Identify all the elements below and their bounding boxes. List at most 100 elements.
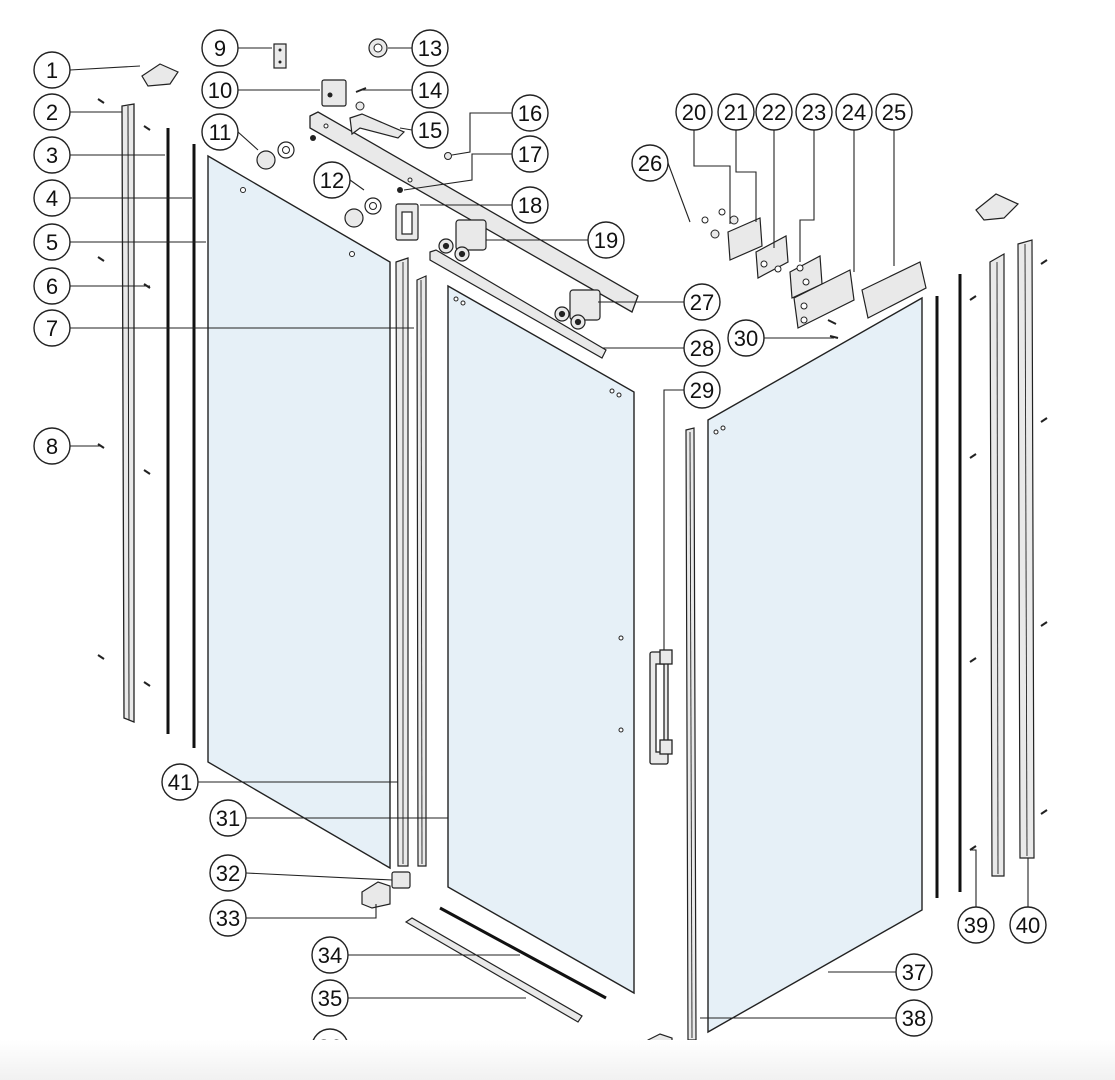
callout-31: 31 (209, 799, 247, 837)
corner-cap-right (975, 193, 1020, 221)
rail-bracket (395, 203, 419, 241)
callout-number: 8 (46, 434, 58, 459)
leader-line-12 (349, 179, 365, 191)
callout-circle (33, 179, 71, 217)
callout-number: 5 (46, 230, 58, 255)
callout-number: 32 (216, 861, 240, 886)
bracket-plate-hole (802, 278, 810, 286)
door-glass-hole (609, 388, 615, 394)
callout-11: 11 (201, 113, 239, 151)
callout-number: 33 (216, 906, 240, 931)
callout-number: 25 (882, 100, 906, 125)
leader-line-15 (399, 127, 413, 131)
callout-number: 21 (724, 100, 748, 125)
callout-38: 38 (895, 999, 933, 1037)
set-screw (701, 216, 709, 224)
callout-37: 37 (895, 953, 933, 991)
callout-1: 1 (33, 51, 71, 89)
callout-circle (511, 94, 549, 132)
callout-number: 17 (518, 142, 542, 167)
callout-circle (201, 113, 239, 151)
callout-circle (311, 936, 349, 974)
set-screw (710, 229, 720, 239)
callout-41: 41 (161, 763, 199, 801)
callout-number: 41 (168, 770, 192, 795)
callout-circle (209, 854, 247, 892)
callout-circle (411, 71, 449, 109)
callout-circle (587, 221, 625, 259)
door-glass-hole (616, 392, 622, 398)
leader-line-26 (667, 162, 691, 223)
callout-15: 15 (411, 111, 449, 149)
callout-number: 2 (46, 100, 58, 125)
callout-circle (201, 29, 239, 67)
leader-line-1 (69, 65, 141, 71)
callout-19: 19 (587, 221, 625, 259)
callout-number: 28 (690, 336, 714, 361)
fixing-nut (397, 187, 403, 193)
callout-number: 39 (964, 913, 988, 938)
callout-16: 16 (511, 94, 549, 132)
callout-number: 38 (902, 1006, 926, 1031)
callout-7: 7 (33, 309, 71, 347)
bottom-stopper (391, 871, 411, 889)
callout-40: 40 (1009, 906, 1047, 944)
callout-circle (717, 93, 755, 131)
callout-number: 37 (902, 960, 926, 985)
callout-circle (795, 93, 833, 131)
lever-arm (349, 113, 406, 139)
callout-number: 7 (46, 316, 58, 341)
bottom-fade (0, 1040, 1115, 1080)
right-wall-profile-inner (989, 252, 1005, 877)
door-bottom-sweep (404, 917, 583, 1023)
callout-circle (201, 71, 239, 109)
callout-9: 9 (201, 29, 239, 67)
leader-line-33 (246, 904, 377, 919)
callout-33: 33 (209, 899, 247, 937)
callout-number: 24 (842, 100, 866, 125)
callout-number: 27 (690, 290, 714, 315)
callout-number: 40 (1016, 913, 1040, 938)
callout-6: 6 (33, 267, 71, 305)
top-roller (438, 219, 487, 262)
callout-circle (835, 93, 873, 131)
callout-circle (33, 427, 71, 465)
callout-number: 16 (518, 101, 542, 126)
callout-circle (411, 111, 449, 149)
mounting-screw (829, 335, 839, 339)
callout-circle (957, 906, 995, 944)
callout-39: 39 (957, 906, 995, 944)
left-glass-panel (207, 154, 391, 870)
callout-23: 23 (795, 93, 833, 131)
callout-number: 4 (46, 186, 58, 211)
callout-circle (209, 799, 247, 837)
door-bottom-seal (439, 906, 607, 1000)
callout-circle (683, 283, 721, 321)
callout-14: 14 (411, 71, 449, 109)
clip-hole (278, 48, 282, 52)
callout-circle (511, 186, 549, 224)
callout-circle (755, 93, 793, 131)
callout-number: 23 (802, 100, 826, 125)
callout-number: 35 (318, 986, 342, 1011)
callout-26: 26 (631, 144, 669, 182)
callout-32: 32 (209, 854, 247, 892)
door-glass-hole (453, 296, 459, 302)
leader-line-11 (237, 131, 259, 151)
callout-number: 34 (318, 943, 342, 968)
door-glass-hole (460, 300, 466, 306)
callout-number: 29 (690, 378, 714, 403)
callout-number: 15 (418, 118, 442, 143)
callout-circle (683, 371, 721, 409)
callout-circle (411, 29, 449, 67)
top-rail (309, 111, 639, 313)
set-screw (718, 208, 726, 216)
leader-line-32 (245, 872, 393, 881)
callout-4: 4 (33, 179, 71, 217)
callout-circle (33, 223, 71, 261)
door-glass-hole (618, 727, 624, 733)
callout-circle (33, 309, 71, 347)
corner-cap-left (141, 63, 179, 87)
